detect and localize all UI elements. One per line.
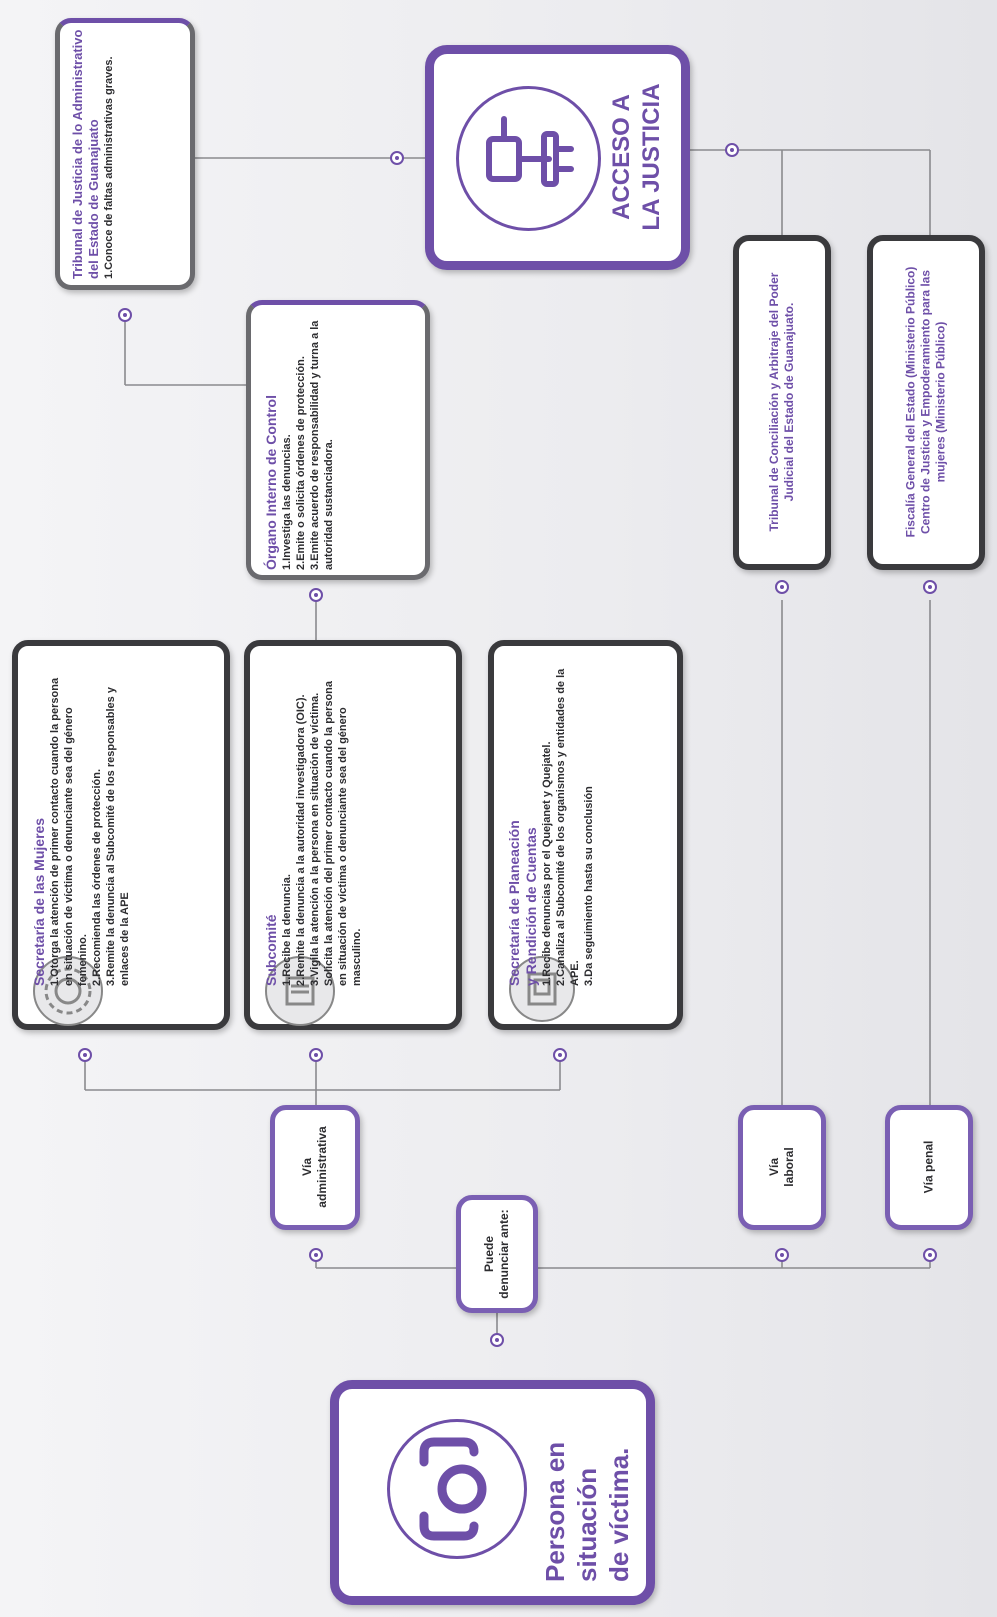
connector-dot bbox=[490, 1333, 504, 1347]
tribunal-administrativo-item: 1.Conoce de faltas administrativas grave… bbox=[103, 56, 115, 279]
organo-interno-content: Órgano Interno de Control 1.Investiga la… bbox=[263, 310, 413, 570]
tribunal-administrativo-title: Tribunal de Justicia de lo Administrativ… bbox=[70, 29, 101, 279]
connector-dot bbox=[78, 1048, 92, 1062]
secretaria-planeacion-title-line1: Secretaría de Planeación bbox=[506, 820, 522, 986]
connector-dot bbox=[309, 1048, 323, 1062]
secretaria-mujeres-item: 1.Otorga la atención de primer contacto … bbox=[49, 677, 89, 986]
secretaria-planeacion-title-line2: y Rendición de Cuentas bbox=[523, 827, 539, 986]
via-laboral-label: Vía laboral bbox=[767, 1147, 796, 1187]
subcomite-item: 1.Recibe la denuncia. bbox=[281, 874, 293, 986]
organo-interno-item: 3.Emite acuerdo de responsabilidad y tur… bbox=[309, 320, 335, 570]
organo-interno-item: 1.Investiga las denuncias. bbox=[281, 434, 293, 570]
document-stack-icon bbox=[265, 956, 335, 1026]
acceso-justicia-label: ACCESO A LA JUSTICIA bbox=[607, 67, 667, 247]
person-icon bbox=[387, 1419, 527, 1559]
connector-dot bbox=[118, 308, 132, 322]
secretaria-planeacion-card[interactable]: Secretaría de Planeación y Rendición de … bbox=[488, 640, 683, 1030]
connector-dot bbox=[775, 580, 789, 594]
organo-interno-item: 2.Emite o solicita órdenes de protección… bbox=[295, 356, 307, 570]
fiscalia-card[interactable]: Fiscalía General del Estado (Ministerio … bbox=[867, 235, 985, 570]
gear-icon bbox=[33, 956, 103, 1026]
connector-dot bbox=[390, 151, 404, 165]
connector-dot bbox=[923, 1248, 937, 1262]
victim-label-line1: Persona en bbox=[540, 1441, 570, 1582]
via-penal-label: Vía penal bbox=[921, 1140, 936, 1194]
secretaria-planeacion-item: 3.Da seguimiento hasta su conclusión bbox=[583, 786, 595, 986]
clipboard-icon bbox=[509, 956, 575, 1022]
secretaria-mujeres-card[interactable]: Secretaría de las Mujeres 1.Otorga la at… bbox=[12, 640, 230, 1030]
acceso-justicia-line2: LA JUSTICIA bbox=[638, 83, 665, 231]
fiscalia-label: Fiscalía General del Estado (Ministerio … bbox=[903, 266, 948, 538]
connector-dot bbox=[553, 1048, 567, 1062]
via-administrativa-node[interactable]: Vía administrativa bbox=[270, 1105, 360, 1230]
tribunal-administrativo-card[interactable]: Tribunal de Justicia de lo Administrativ… bbox=[55, 18, 195, 290]
connector-dot bbox=[725, 143, 739, 157]
secretaria-planeacion-item: 1.Recibe denuncias por el Quejanet y Que… bbox=[541, 741, 553, 986]
secretaria-planeacion-content: Secretaría de Planeación y Rendición de … bbox=[506, 666, 666, 986]
tribunal-conciliacion-card[interactable]: Tribunal de Conciliación y Arbitraje del… bbox=[733, 235, 831, 570]
victim-label: Persona en situación de víctima. bbox=[539, 1402, 635, 1582]
subcomite-card[interactable]: Subcomité 1.Recibe la denuncia. 2.Remite… bbox=[244, 640, 462, 1030]
main-victim-node[interactable]: Persona en situación de víctima. bbox=[330, 1380, 655, 1605]
secretaria-mujeres-title: Secretaría de las Mujeres bbox=[31, 817, 47, 986]
secretaria-mujeres-item: 3.Remite la denuncia al Subcomité de los… bbox=[105, 687, 131, 986]
branch-label: Puede denunciar ante: bbox=[482, 1209, 511, 1299]
secretaria-mujeres-content: Secretaría de las Mujeres 1.Otorga la at… bbox=[31, 666, 211, 986]
tribunal-conciliacion-label: Tribunal de Conciliación y Arbitraje del… bbox=[767, 272, 796, 532]
connector-dot bbox=[309, 588, 323, 602]
via-laboral-node[interactable]: Vía laboral bbox=[738, 1105, 826, 1230]
acceso-justicia-line1: ACCESO A bbox=[608, 94, 635, 220]
subcomite-item: Solicita la atención del primer contacto… bbox=[323, 680, 363, 986]
gavel-icon bbox=[456, 86, 601, 231]
victim-label-line3: de víctima. bbox=[604, 1447, 634, 1582]
subcomite-title: Subcomité bbox=[263, 914, 279, 986]
victim-label-line2: situación bbox=[572, 1467, 602, 1582]
connector-dot bbox=[309, 1248, 323, 1262]
subcomite-content: Subcomité 1.Recibe la denuncia. 2.Remite… bbox=[263, 666, 443, 986]
secretaria-mujeres-item: 2.Recomienda las órdenes de protección. bbox=[91, 768, 103, 986]
acceso-justicia-node[interactable]: ACCESO A LA JUSTICIA bbox=[425, 45, 690, 270]
connector-dot bbox=[775, 1248, 789, 1262]
organo-interno-title: Órgano Interno de Control bbox=[263, 395, 279, 570]
via-administrativa-label: Vía administrativa bbox=[300, 1126, 329, 1208]
secretaria-planeacion-item: 2.Canaliza al Subcomité de los organismo… bbox=[555, 668, 581, 986]
organo-interno-card[interactable]: Órgano Interno de Control 1.Investiga la… bbox=[246, 300, 430, 580]
branch-denunciar-node[interactable]: Puede denunciar ante: bbox=[456, 1195, 538, 1313]
connector-dot bbox=[923, 580, 937, 594]
subcomite-item: 2.Remite la denuncia a la autoridad inve… bbox=[295, 694, 307, 986]
tribunal-administrativo-content: Tribunal de Justicia de lo Administrativ… bbox=[70, 29, 180, 279]
subcomite-item: 3.Vigila la atención a la persona en sit… bbox=[309, 692, 321, 986]
via-penal-node[interactable]: Vía penal bbox=[885, 1105, 973, 1230]
